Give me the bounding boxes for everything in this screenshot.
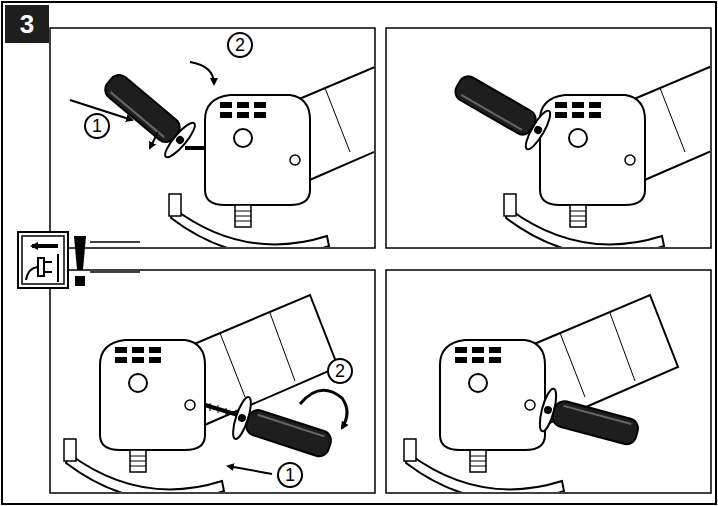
callout-number: 2 — [227, 32, 253, 58]
callout-text: 1 — [285, 465, 295, 486]
figure-number-text: 3 — [20, 9, 34, 40]
callout-number: 1 — [84, 113, 110, 139]
callout-text: 2 — [235, 35, 245, 56]
callout-number: 1 — [277, 462, 303, 488]
callout-text: 1 — [92, 116, 102, 137]
callout-number: 2 — [327, 358, 353, 384]
figure-number: 3 — [5, 5, 49, 43]
callout-text: 2 — [335, 361, 345, 382]
unplug-warning-icon — [18, 232, 140, 288]
